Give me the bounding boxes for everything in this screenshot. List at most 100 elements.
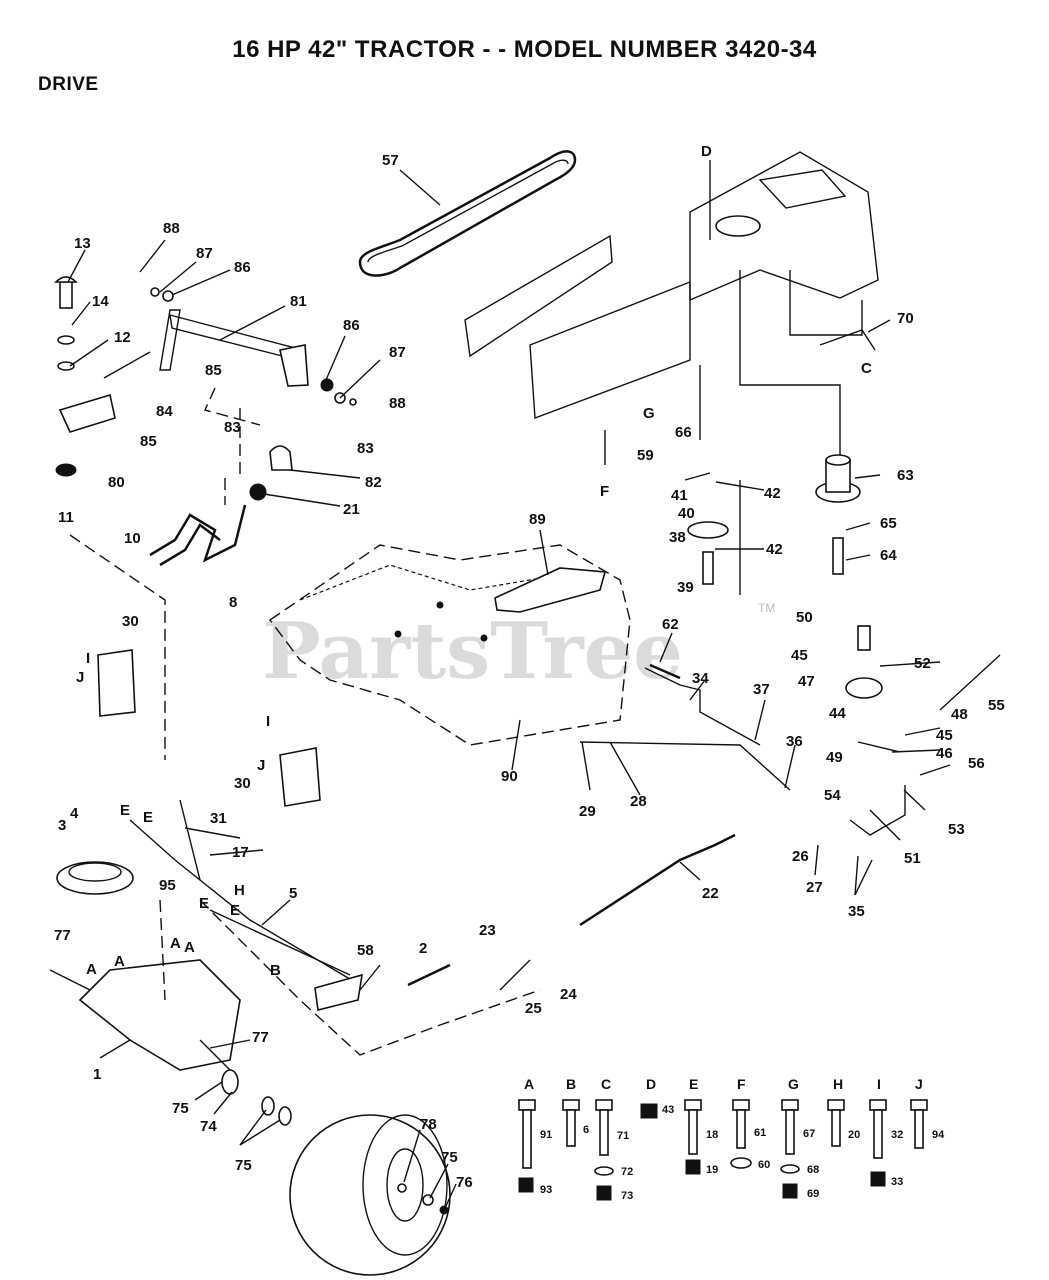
ref-letter: J [76,669,84,686]
callout-label: 2 [419,940,427,957]
callout-label: 34 [692,670,709,687]
ref-letter: J [257,757,265,774]
callout-label: 77 [252,1029,269,1046]
hw-part: 93 [540,1184,552,1196]
ref-letter: E [143,809,153,826]
drive-belt [358,150,577,277]
hw-part: 43 [662,1104,674,1116]
callout-label: 39 [677,579,694,596]
ref-letter: A [114,953,125,970]
callout-label: 87 [196,245,213,262]
hw-part: 94 [932,1129,945,1141]
callout-label: 63 [897,467,914,484]
callout-label: 74 [200,1118,217,1135]
ref-letter: C [861,360,872,377]
ref-letter: D [701,143,712,160]
hw-part: 71 [617,1130,629,1142]
callout-label: 12 [114,329,131,346]
callout-label: 36 [786,733,803,750]
hw-letter: F [737,1076,746,1092]
bracket-pair [97,649,321,807]
ref-letter: A [184,939,195,956]
callout-label: 42 [764,485,781,502]
mounting-plate [269,544,631,746]
ref-letter: H [234,882,245,899]
hw-part: 91 [540,1129,552,1141]
callout-label: 27 [806,879,823,896]
callout-label: 53 [948,821,965,838]
callout-label: 87 [389,344,406,361]
callout-label: 28 [630,793,647,810]
callout-label: 10 [124,530,141,547]
hw-part: 67 [803,1128,815,1140]
pulley-assemblies [604,365,1001,836]
hw-part: 20 [848,1129,860,1141]
hardware-key: A 91 93 B 6 C 71 72 73 D 43 E 18 19 F 61 [518,1076,945,1202]
leader-lines [67,160,951,1207]
callout-label: 51 [904,850,921,867]
watermark-trademark: TM [758,601,775,615]
hw-letter: G [788,1076,799,1092]
callout-label: 78 [420,1116,437,1133]
callout-label: 23 [479,922,496,939]
callout-label: 46 [936,745,953,762]
ref-letter: E [230,902,240,919]
callout-label: 65 [880,515,897,532]
callout-label: 45 [791,647,808,664]
callout-label: 76 [456,1174,473,1191]
callout-label: 40 [678,505,695,522]
hw-letter: I [877,1076,881,1092]
callout-label: 75 [235,1157,252,1174]
callout-label: 80 [108,474,125,491]
callout-label: 30 [234,775,251,792]
callout-label: 64 [880,547,897,564]
callout-label: 48 [951,706,968,723]
ref-letter: F [600,483,609,500]
hw-letter: E [689,1076,698,1092]
callout-label: 82 [365,474,382,491]
transaxle [49,861,541,1126]
clutch-linkage [54,276,357,760]
callout-label: 88 [389,395,406,412]
callout-label: 85 [140,433,157,450]
hw-letter: H [833,1076,843,1092]
ref-letter: E [199,895,209,912]
callout-label: 42 [766,541,783,558]
hw-part: 73 [621,1190,633,1202]
watermark: PartsTree [262,606,683,697]
hw-part: 61 [754,1127,766,1139]
callout-label: 14 [92,293,109,310]
callout-label: 11 [58,509,74,526]
callout-label: 84 [156,403,173,420]
callout-label: 13 [74,235,91,252]
callout-label: 59 [637,447,654,464]
callout-label: 62 [662,616,679,633]
callout-label: 31 [210,810,227,827]
callout-label: 89 [529,511,546,528]
callout-label: 26 [792,848,809,865]
callout-label: 66 [675,424,692,441]
callout-label: 5 [289,885,297,902]
callout-label: 22 [702,885,719,902]
callout-label: 49 [826,749,843,766]
callout-label: 29 [579,803,596,820]
hw-part: 68 [807,1164,819,1176]
rear-wheel [289,1114,451,1276]
callout-label: 95 [159,877,176,894]
callout-label: 38 [669,529,686,546]
callout-label: 86 [234,259,251,276]
callout-label: 81 [290,293,307,310]
hw-part: 60 [758,1159,770,1171]
callout-label: 54 [824,787,841,804]
callout-label: 30 [122,613,139,630]
callout-label: 24 [560,986,577,1003]
ref-letter: E [120,802,130,819]
callout-label: 75 [441,1149,458,1166]
frame-assembly [464,151,879,455]
callout-label: 1 [93,1066,101,1083]
ref-letter: A [170,935,181,952]
callout-label: 57 [382,152,399,169]
hw-letter: C [601,1076,611,1092]
callout-label: 50 [796,609,813,626]
